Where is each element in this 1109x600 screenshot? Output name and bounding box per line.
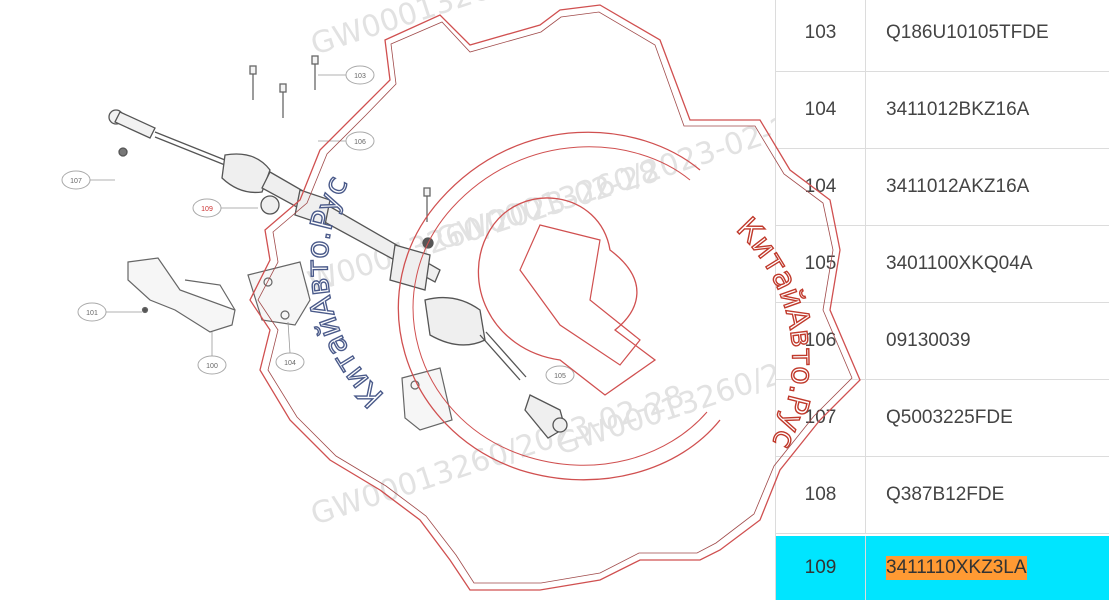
mount-bracket xyxy=(247,261,311,326)
row-number: 107 xyxy=(776,380,866,456)
callout-107-label: 107 xyxy=(70,178,82,185)
part-code[interactable]: 3411012AKZ16A xyxy=(886,176,1030,197)
heat-shield-screw xyxy=(141,306,149,314)
part-code[interactable]: 3411012BKZ16A xyxy=(886,99,1030,120)
callout-105-label: 105 xyxy=(554,373,566,380)
tie-rod-left-part xyxy=(154,136,231,168)
watermark-code: GW00013260/2023-02-28 xyxy=(307,0,689,63)
watermark-code: GW00013260/2023-02-28 xyxy=(307,379,689,533)
bolt-part xyxy=(311,55,319,65)
table-row[interactable]: 104 3411012AKZ16A xyxy=(776,149,1109,226)
parts-table: 103 Q186U10105TFDE 104 3411012BKZ16A 104… xyxy=(775,0,1109,600)
tie-rod-ball-right xyxy=(552,417,568,433)
tie-rod-left-part xyxy=(154,131,231,163)
tie-rod-left-part xyxy=(118,147,128,157)
heat-shield-edge xyxy=(184,279,236,311)
callout-leader xyxy=(287,321,291,354)
pinion-cap xyxy=(422,237,434,249)
watermark-code: GW00013260/2023-02-28 xyxy=(282,154,664,308)
bolt-part xyxy=(423,187,431,197)
parts-diagram: GW00013260/2023-02-28 GW00013260/2023-02… xyxy=(61,0,775,533)
callout-106-label: 106 xyxy=(354,139,366,146)
table-row[interactable]: 108 Q387B12FDE xyxy=(776,457,1109,534)
rack-rod-right xyxy=(485,331,527,378)
bolt-group xyxy=(249,55,431,222)
tie-rod-left xyxy=(108,109,231,168)
part-code[interactable]: Q186U10105TFDE xyxy=(886,22,1049,43)
callout-103-label: 103 xyxy=(354,73,366,80)
table-row[interactable]: 107 Q5003225FDE xyxy=(776,380,1109,457)
callout-104-label: 104 xyxy=(284,360,296,367)
callout-100-label: 100 xyxy=(206,363,218,370)
row-number: 104 xyxy=(776,149,866,225)
lower-bracket-plate xyxy=(401,367,453,431)
table-row[interactable]: 103 Q186U10105TFDE xyxy=(776,0,1109,72)
bolt-part xyxy=(249,65,257,75)
table-row[interactable]: 104 3411012BKZ16A xyxy=(776,72,1109,149)
part-code[interactable]: Q5003225FDE xyxy=(886,407,1013,428)
callout-109-label: 109 xyxy=(201,206,213,213)
callout-101-label: 101 xyxy=(86,310,98,317)
table-row-selected[interactable]: 109 3411110XKZ3LA xyxy=(776,536,1109,600)
row-number: 104 xyxy=(776,72,866,148)
row-number: 105 xyxy=(776,226,866,302)
lower-bracket-hole xyxy=(410,380,420,390)
table-row[interactable]: 106 09130039 xyxy=(776,303,1109,380)
rack-mount xyxy=(260,195,280,215)
row-number: 108 xyxy=(776,457,866,533)
tie-rod-left-part xyxy=(114,111,156,139)
heat-shield xyxy=(127,257,236,333)
mount-bracket-hole xyxy=(280,310,290,320)
table-row[interactable]: 105 3401100XKQ04A xyxy=(776,226,1109,303)
row-number: 106 xyxy=(776,303,866,379)
highlight-text: 3411110XKZ3LA xyxy=(886,556,1027,580)
row-number: 103 xyxy=(776,0,866,71)
lower-bracket xyxy=(401,367,453,431)
rack-rod-right xyxy=(479,334,521,381)
mount-bracket-hole xyxy=(263,277,273,287)
rack-boot-right xyxy=(424,296,486,346)
part-code[interactable]: 3401100XKQ04A xyxy=(886,253,1033,274)
heat-shield-panel xyxy=(127,257,236,333)
row-number: 109 xyxy=(776,536,866,600)
part-code[interactable]: 09130039 xyxy=(886,330,971,351)
rack-bracket xyxy=(294,189,331,226)
steering-rack-diagram: GW00013260/2023-02-28 GW00013260/2023-02… xyxy=(61,0,775,533)
part-code-highlighted[interactable]: 3411110XKZ3LA xyxy=(886,536,1027,600)
part-code[interactable]: Q387B12FDE xyxy=(886,484,1005,505)
mount-bracket-plate xyxy=(247,261,311,326)
bolt-part xyxy=(279,83,287,93)
